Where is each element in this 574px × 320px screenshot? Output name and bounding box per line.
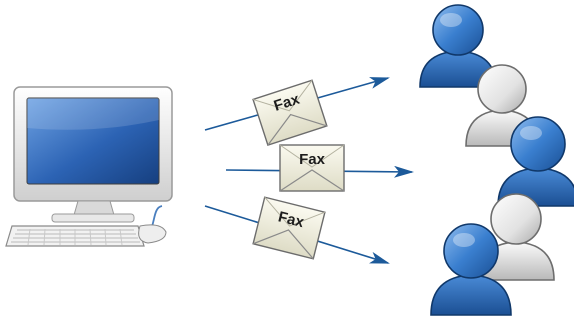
monitor-screen <box>26 97 160 185</box>
user-icon <box>430 223 512 316</box>
envelope-icon: Fax <box>279 144 345 192</box>
user-icon <box>419 4 497 88</box>
monitor <box>13 86 173 202</box>
computer-icon <box>5 86 173 247</box>
envelope-icon: Fax <box>252 79 328 146</box>
mouse <box>138 224 167 244</box>
envelope-icon: Fax <box>252 196 326 260</box>
envelope-label: Fax <box>299 151 326 168</box>
envelope-label: Fax <box>276 208 306 231</box>
monitor-stand <box>51 200 135 223</box>
keyboard <box>5 225 145 247</box>
